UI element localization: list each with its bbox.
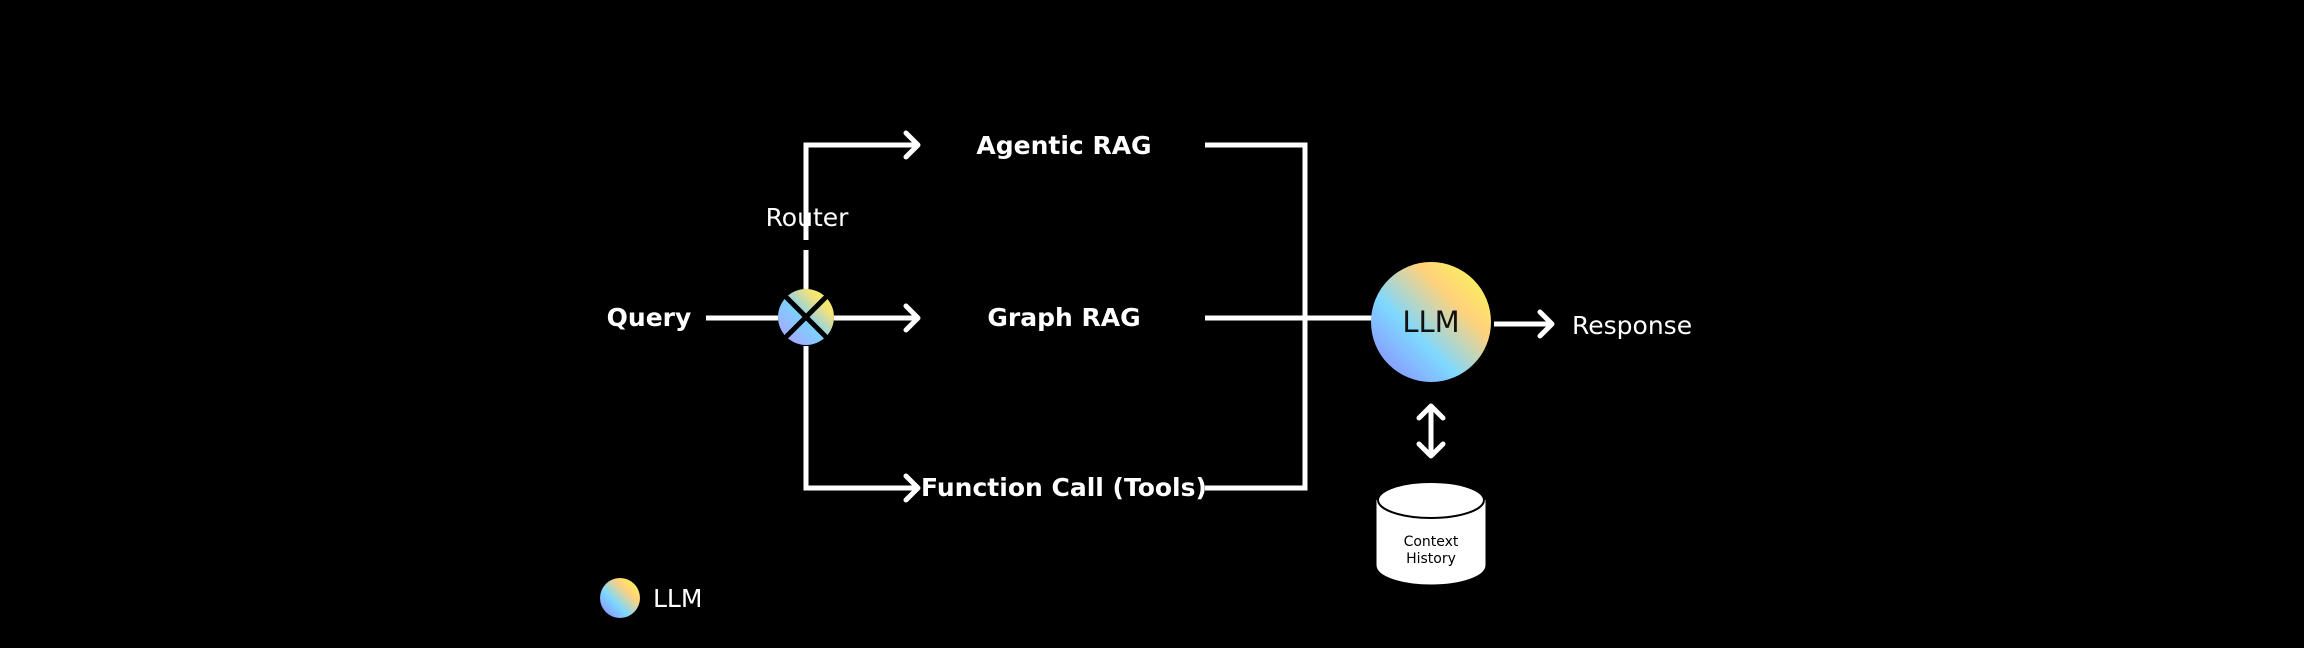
router-to-function-call-connector [803,346,916,491]
query-label: Query [607,303,692,332]
legend-llm-swatch [600,578,640,618]
legend-llm-label: LLM [653,584,702,613]
function-call-arrowhead [903,473,921,503]
llm-node-label: LLM [1402,305,1459,339]
llm-node [1371,262,1491,382]
router-x-icon [778,289,834,345]
function-call-label: Function Call (Tools) [921,473,1207,502]
agentic-rag-arrowhead [903,130,921,160]
memory-up-arrowhead [1416,403,1446,421]
agentic-rag-label: Agentic RAG [976,131,1151,160]
context-history-line1: Context [1404,534,1459,550]
graph-rag-arrowhead [903,303,921,333]
response-label: Response [1572,311,1692,340]
memory-down-arrowhead [1416,441,1446,459]
graph-rag-label: Graph RAG [987,303,1140,332]
response-arrowhead [1537,309,1555,339]
context-history-line2: History [1406,551,1456,567]
router-to-agentic-rag-connector [803,142,916,240]
router-label: Router [766,203,850,232]
context-history-database-icon [1376,481,1486,585]
